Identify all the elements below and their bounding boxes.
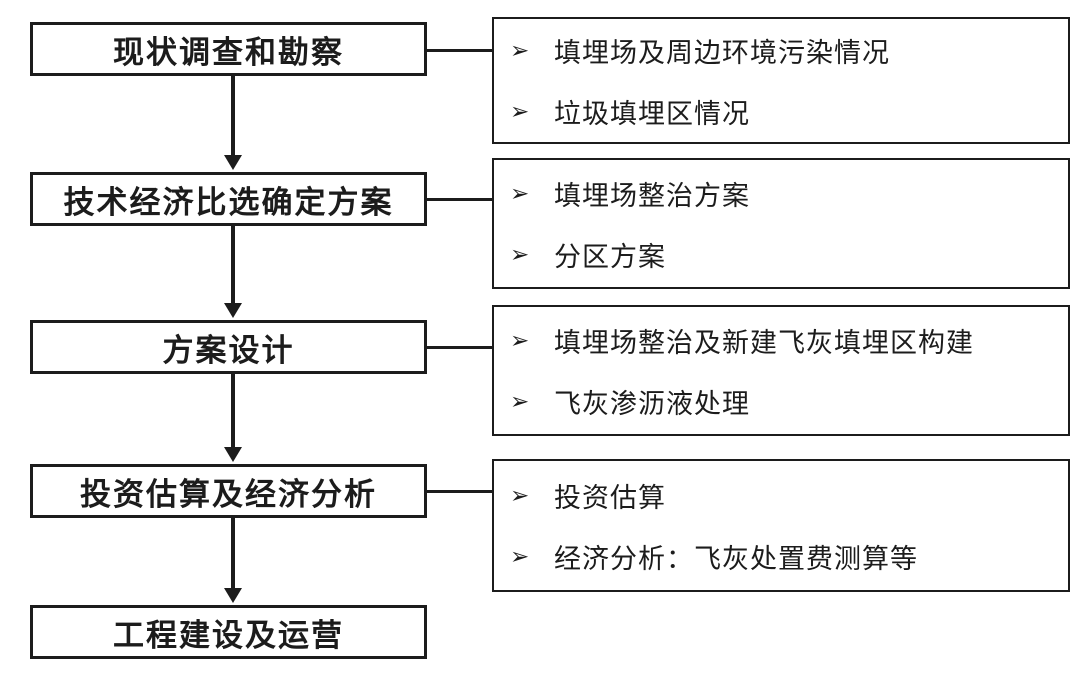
detail-box-estimate-analysis: ➢ 投资估算 ➢ 经济分析：飞灰处置费测算等 <box>492 459 1070 592</box>
detail-text: 填埋场及周边环境污染情况 <box>554 37 890 68</box>
arrowhead-icon <box>224 447 242 462</box>
detail-box-site-survey: ➢ 填埋场及周边环境污染情况 ➢ 垃圾填埋区情况 <box>492 17 1070 144</box>
stage-box-technical-economic-comparison: 技术经济比选确定方案 <box>30 172 427 226</box>
detail-text: 飞灰渗沥液处理 <box>554 388 750 419</box>
arrow-stem <box>231 374 235 447</box>
arrow-bullet-icon: ➢ <box>510 388 530 414</box>
stage-label: 方案设计 <box>162 332 295 368</box>
stage-box-site-survey: 现状调查和勘察 <box>30 22 427 76</box>
detail-item: ➢ 填埋场整治方案 <box>510 174 1068 213</box>
detail-text: 投资估算 <box>554 482 666 513</box>
arrowhead-icon <box>224 303 242 318</box>
down-arrow-2 <box>224 226 242 318</box>
stage-box-construction-operation: 工程建设及运营 <box>30 605 427 659</box>
detail-item: ➢ 分区方案 <box>510 235 1068 274</box>
arrow-bullet-icon: ➢ <box>510 241 530 267</box>
down-arrow-3 <box>224 374 242 462</box>
detail-item: ➢ 垃圾填埋区情况 <box>510 92 1068 131</box>
arrow-stem <box>231 518 235 588</box>
detail-item: ➢ 填埋场整治及新建飞灰填埋区构建 <box>510 321 1068 360</box>
stage-box-investment-estimate-analysis: 投资估算及经济分析 <box>30 464 427 518</box>
detail-text: 填埋场整治及新建飞灰填埋区构建 <box>554 327 974 358</box>
detail-item: ➢ 填埋场及周边环境污染情况 <box>510 31 1068 70</box>
arrow-stem <box>231 226 235 303</box>
arrow-bullet-icon: ➢ <box>510 180 530 206</box>
detail-text: 垃圾填埋区情况 <box>554 98 750 129</box>
detail-item: ➢ 飞灰渗沥液处理 <box>510 382 1068 421</box>
detail-box-comparison-schemes: ➢ 填埋场整治方案 ➢ 分区方案 <box>492 158 1070 289</box>
stage-label: 技术经济比选确定方案 <box>63 184 394 220</box>
detail-box-design-contents: ➢ 填埋场整治及新建飞灰填埋区构建 ➢ 飞灰渗沥液处理 <box>492 305 1070 436</box>
arrow-bullet-icon: ➢ <box>510 327 530 353</box>
connector-line-4 <box>427 490 492 493</box>
detail-item: ➢ 投资估算 <box>510 476 1068 515</box>
down-arrow-4 <box>224 518 242 603</box>
arrowhead-icon <box>224 155 242 170</box>
arrow-stem <box>231 76 235 155</box>
detail-text: 填埋场整治方案 <box>554 180 750 211</box>
arrow-bullet-icon: ➢ <box>510 482 530 508</box>
arrow-bullet-icon: ➢ <box>510 98 530 124</box>
stage-box-scheme-design: 方案设计 <box>30 320 427 374</box>
down-arrow-1 <box>224 76 242 170</box>
arrowhead-icon <box>224 588 242 603</box>
detail-item: ➢ 经济分析：飞灰处置费测算等 <box>510 537 1068 576</box>
arrow-bullet-icon: ➢ <box>510 37 530 63</box>
stage-label: 投资估算及经济分析 <box>80 476 377 512</box>
connector-line-3 <box>427 346 492 349</box>
connector-line-2 <box>427 198 492 201</box>
detail-text: 经济分析：飞灰处置费测算等 <box>554 543 918 574</box>
arrow-bullet-icon: ➢ <box>510 543 530 569</box>
connector-line-1 <box>427 49 492 52</box>
stage-label: 现状调查和勘察 <box>113 34 344 70</box>
stage-label: 工程建设及运营 <box>113 617 344 653</box>
detail-text: 分区方案 <box>554 241 666 272</box>
